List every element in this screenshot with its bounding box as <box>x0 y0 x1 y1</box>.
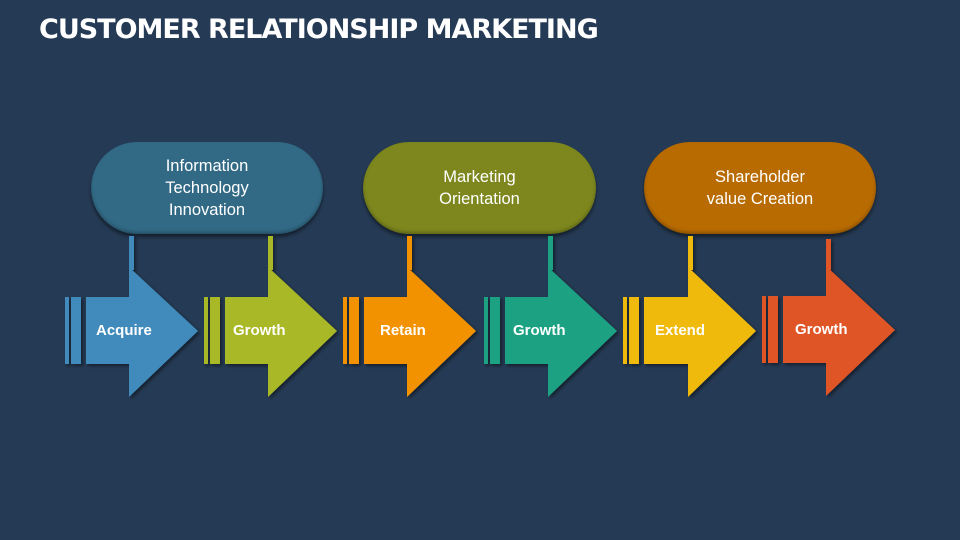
pill-label: Information Technology Innovation <box>165 157 249 219</box>
arrow-acquire <box>65 236 198 397</box>
arrow-growth-3 <box>762 239 895 396</box>
arrow-label-growth-3: Growth <box>795 321 848 338</box>
arrow-extend <box>623 236 756 397</box>
arrow-label-growth-1: Growth <box>233 322 286 339</box>
arrow-growth-1 <box>204 236 337 397</box>
arrow-label-acquire: Acquire <box>96 322 152 339</box>
arrow-retain <box>343 236 476 397</box>
pill-label: Marketing Orientation <box>439 168 520 208</box>
pill-shareholder-value-creation: Shareholder value Creation <box>644 142 876 234</box>
arrow-growth-2 <box>484 236 617 397</box>
arrow-label-growth-2: Growth <box>513 322 566 339</box>
pill-label: Shareholder value Creation <box>706 168 814 208</box>
page-title: CUSTOMER RELATIONSHIP MARKETING <box>39 14 599 45</box>
arrow-label-retain: Retain <box>380 322 426 339</box>
arrow-label-extend: Extend <box>655 322 706 339</box>
pill-information-technology-innovation: Information Technology Innovation <box>91 142 323 234</box>
pill-marketing-orientation: Marketing Orientation <box>363 142 596 234</box>
